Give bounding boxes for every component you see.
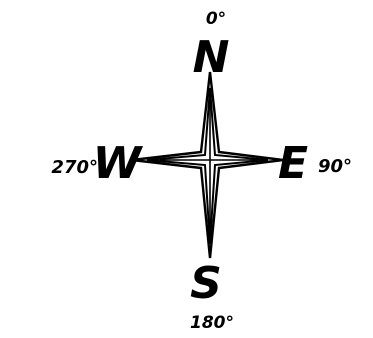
west-letter: W: [93, 138, 144, 189]
south-letter: S: [190, 258, 222, 309]
north-letter: N: [193, 32, 230, 83]
north-degree-label: 0°: [206, 9, 226, 29]
east-degree-label: 90°: [318, 156, 352, 177]
south-degree-label: 180°: [190, 313, 234, 333]
east-letter: E: [278, 138, 308, 189]
west-degree-label: 270°: [51, 157, 98, 178]
compass-star-outer: [131, 71, 284, 259]
compass-star-inner: [146, 87, 269, 245]
